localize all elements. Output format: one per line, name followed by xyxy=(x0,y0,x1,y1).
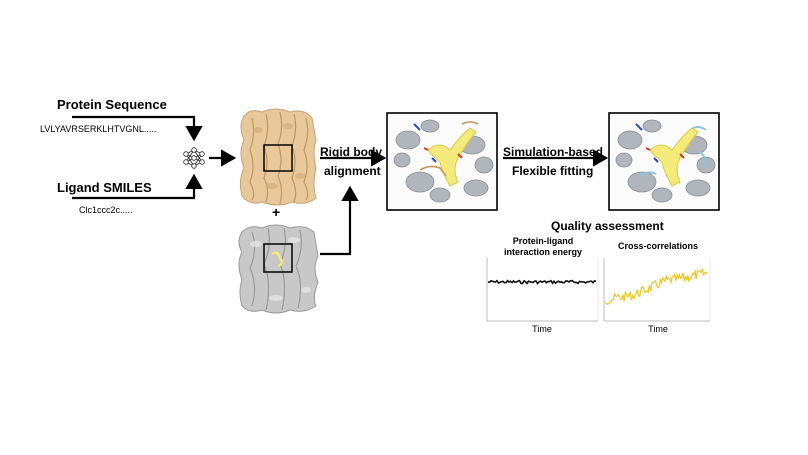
predicted-structure-image xyxy=(239,108,317,206)
neural-network-icon xyxy=(183,147,205,169)
simulation-based-label: Simulation-based xyxy=(503,145,604,159)
cross-correlation-trace xyxy=(604,267,708,306)
quality-assessment-title: Quality assessment xyxy=(551,219,664,233)
ligand-smiles-title: Ligand SMILES xyxy=(57,180,152,195)
ligand-smiles-text: Clc1ccc2c..... xyxy=(79,205,133,215)
energy-trace xyxy=(487,279,597,285)
map-binding-site-box xyxy=(263,243,293,273)
alignment-label: alignment xyxy=(324,164,381,178)
fitted-view-panel xyxy=(608,112,720,211)
map-to-alignment-connector xyxy=(320,185,359,256)
binding-site-box xyxy=(263,144,293,172)
cc-plot-title: Cross-correlations xyxy=(617,241,699,251)
energy-plot xyxy=(486,258,599,322)
flexible-fitting-label: Flexible fitting xyxy=(512,164,594,178)
cross-correlation-plot xyxy=(603,258,711,322)
energy-plot-title-line1: Protein-ligand xyxy=(512,236,574,246)
protein-sequence-text: LVLYAVRSERKLHTVGNL..... xyxy=(40,124,157,134)
rigid-body-label: Rigid body xyxy=(320,145,382,159)
aligned-view-panel xyxy=(386,112,498,211)
cc-x-axis-label: Time xyxy=(648,324,668,334)
density-map-image xyxy=(238,224,319,314)
protein-to-network-connector xyxy=(72,115,203,142)
energy-x-axis-label: Time xyxy=(532,324,552,334)
protein-sequence-title: Protein Sequence xyxy=(57,97,167,112)
energy-plot-title-line2: interaction energy xyxy=(503,247,583,257)
ligand-to-network-connector xyxy=(72,173,203,200)
combine-plus-sign: + xyxy=(272,204,281,220)
